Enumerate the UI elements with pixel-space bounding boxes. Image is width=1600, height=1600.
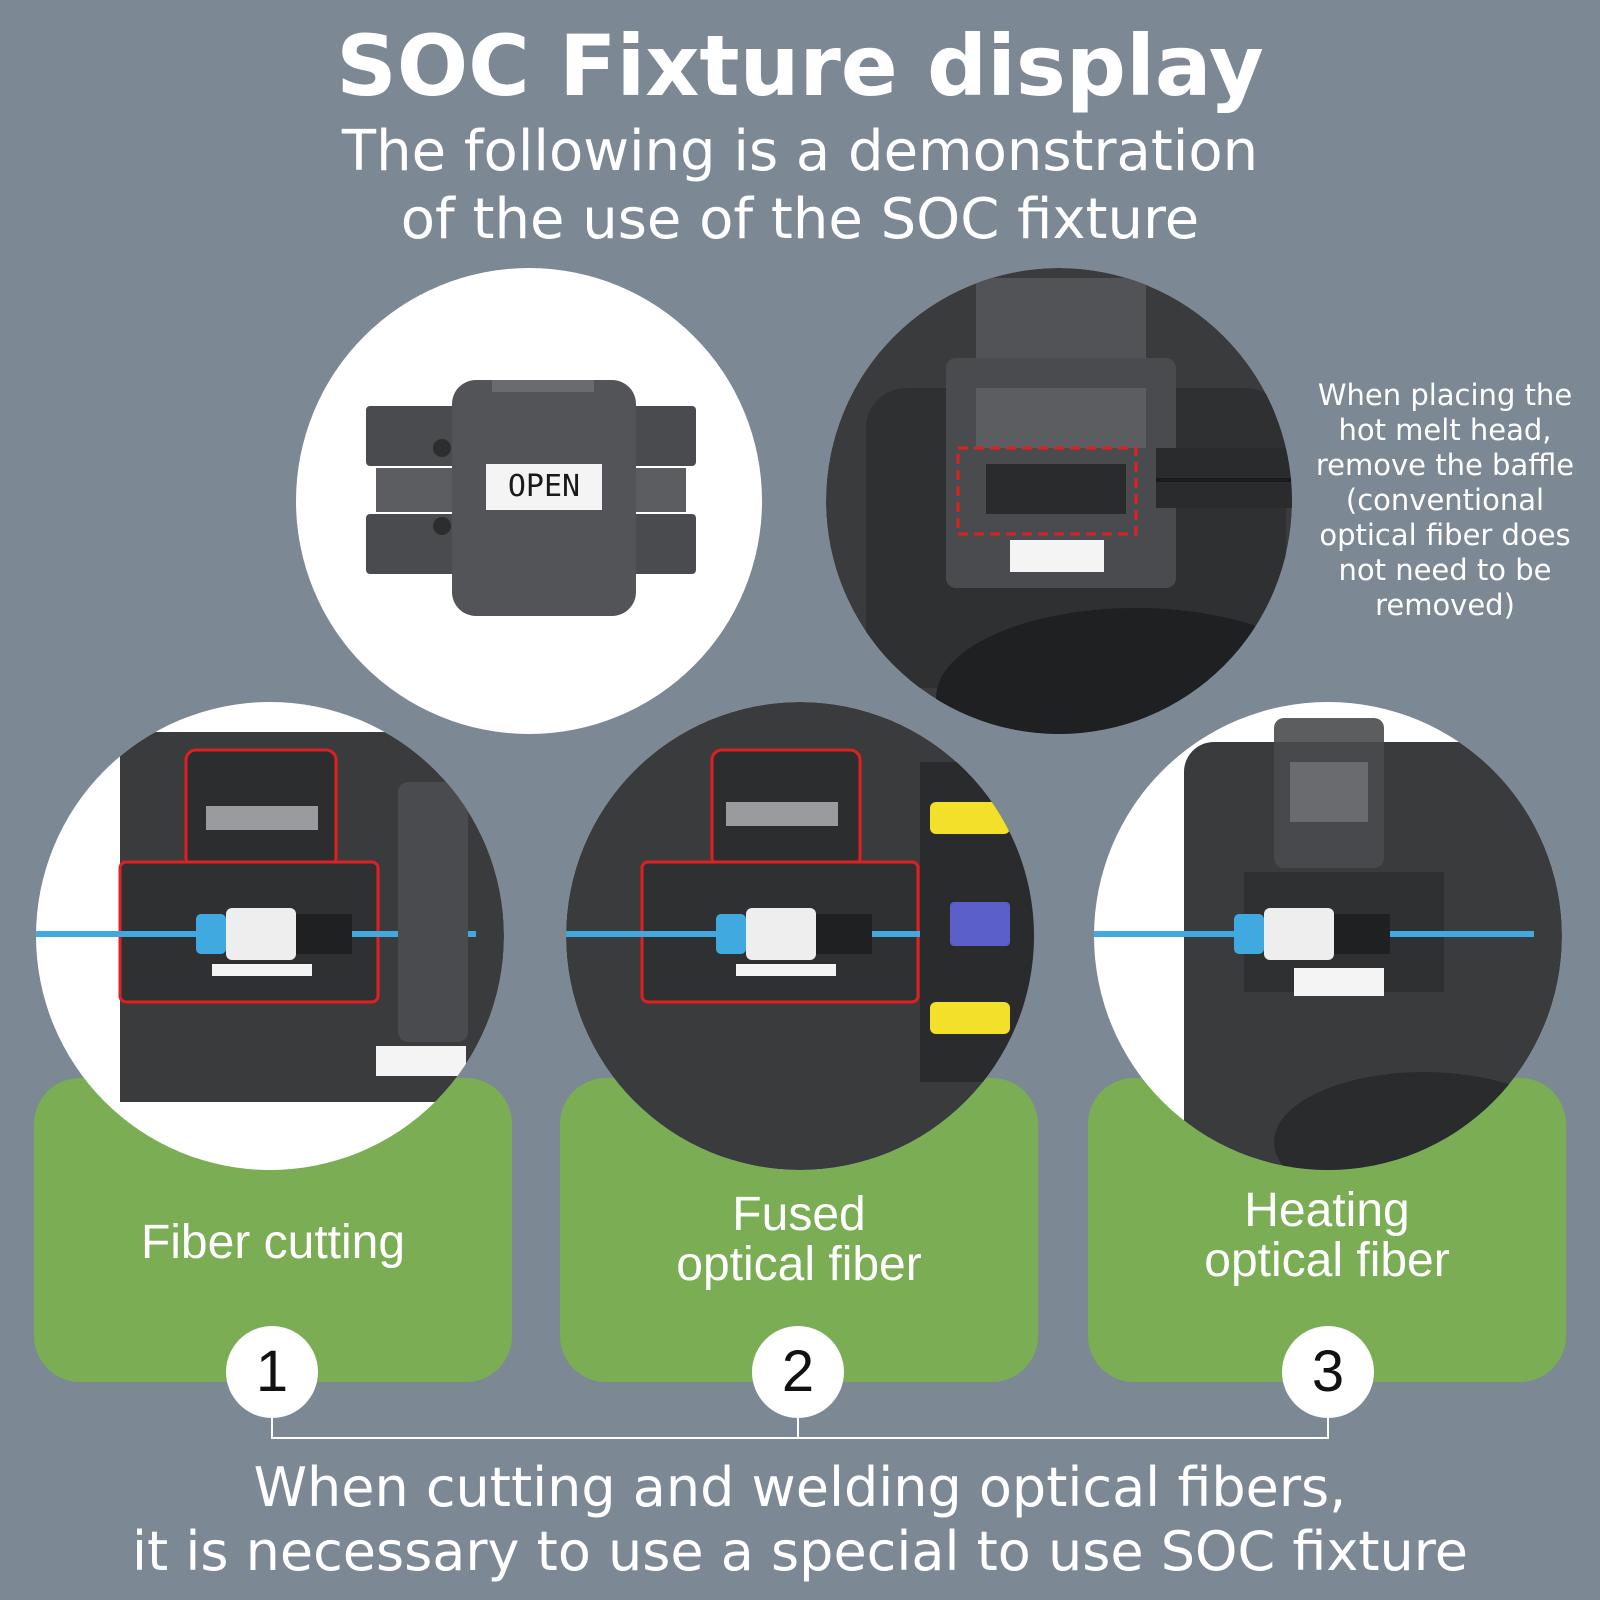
- step-number-1: 1: [226, 1326, 318, 1418]
- step-1-label: Fiber cutting: [34, 1218, 512, 1268]
- step-number-3: 3: [1282, 1326, 1374, 1418]
- side-note: When placing the hot melt head, remove t…: [1300, 378, 1590, 623]
- step-1-label-line-1: Fiber cutting: [140, 1216, 406, 1269]
- fused-fiber-photo-circle: [566, 702, 1034, 1170]
- step-2-label: Fused optical fiber: [560, 1190, 1038, 1290]
- footer-line-1: When cutting and welding optical fibers,: [253, 1456, 1347, 1519]
- page-title: SOC Fixture display: [336, 17, 1264, 115]
- page-subtitle-line-2: of the use of the SOC fixture: [400, 187, 1200, 252]
- fiber-cutting-photo-circle: [36, 702, 504, 1170]
- footer-line-2: it is necessary to use a special to use …: [131, 1520, 1469, 1583]
- step-3-label: Heating optical fiber: [1088, 1186, 1566, 1286]
- side-note-line: remove the baffle: [1315, 448, 1575, 482]
- heating-fiber-photo-circle: [1094, 702, 1562, 1170]
- side-note-line: hot melt head,: [1338, 413, 1552, 447]
- open-label: OPEN: [507, 469, 581, 504]
- side-note-line: (conventional: [1345, 483, 1545, 517]
- hot-melt-head-illustration: [826, 268, 1292, 734]
- heating-fiber-illustration: [1094, 718, 1562, 1170]
- side-note-line: removed): [1375, 588, 1515, 622]
- step-2-label-line-1: Fused: [732, 1188, 866, 1241]
- step-2-label-line-2: optical fiber: [676, 1238, 922, 1291]
- fixture-photo-circle: OPEN: [296, 268, 762, 734]
- step-3-label-line-1: Heating: [1244, 1184, 1410, 1237]
- side-note-line: not need to be: [1338, 553, 1552, 587]
- fused-fiber-illustration: [566, 702, 1034, 1170]
- hot-melt-head-photo-circle: [826, 268, 1292, 734]
- side-note-line: optical fiber does: [1319, 518, 1571, 552]
- fiber-cutting-illustration: [36, 732, 504, 1102]
- soc-fixture-illustration: [366, 380, 696, 616]
- step-number-2: 2: [752, 1326, 844, 1418]
- page-subtitle-line-1: The following is a demonstration: [341, 119, 1259, 184]
- step-3-label-line-2: optical fiber: [1204, 1234, 1450, 1287]
- side-note-line: When placing the: [1317, 378, 1573, 412]
